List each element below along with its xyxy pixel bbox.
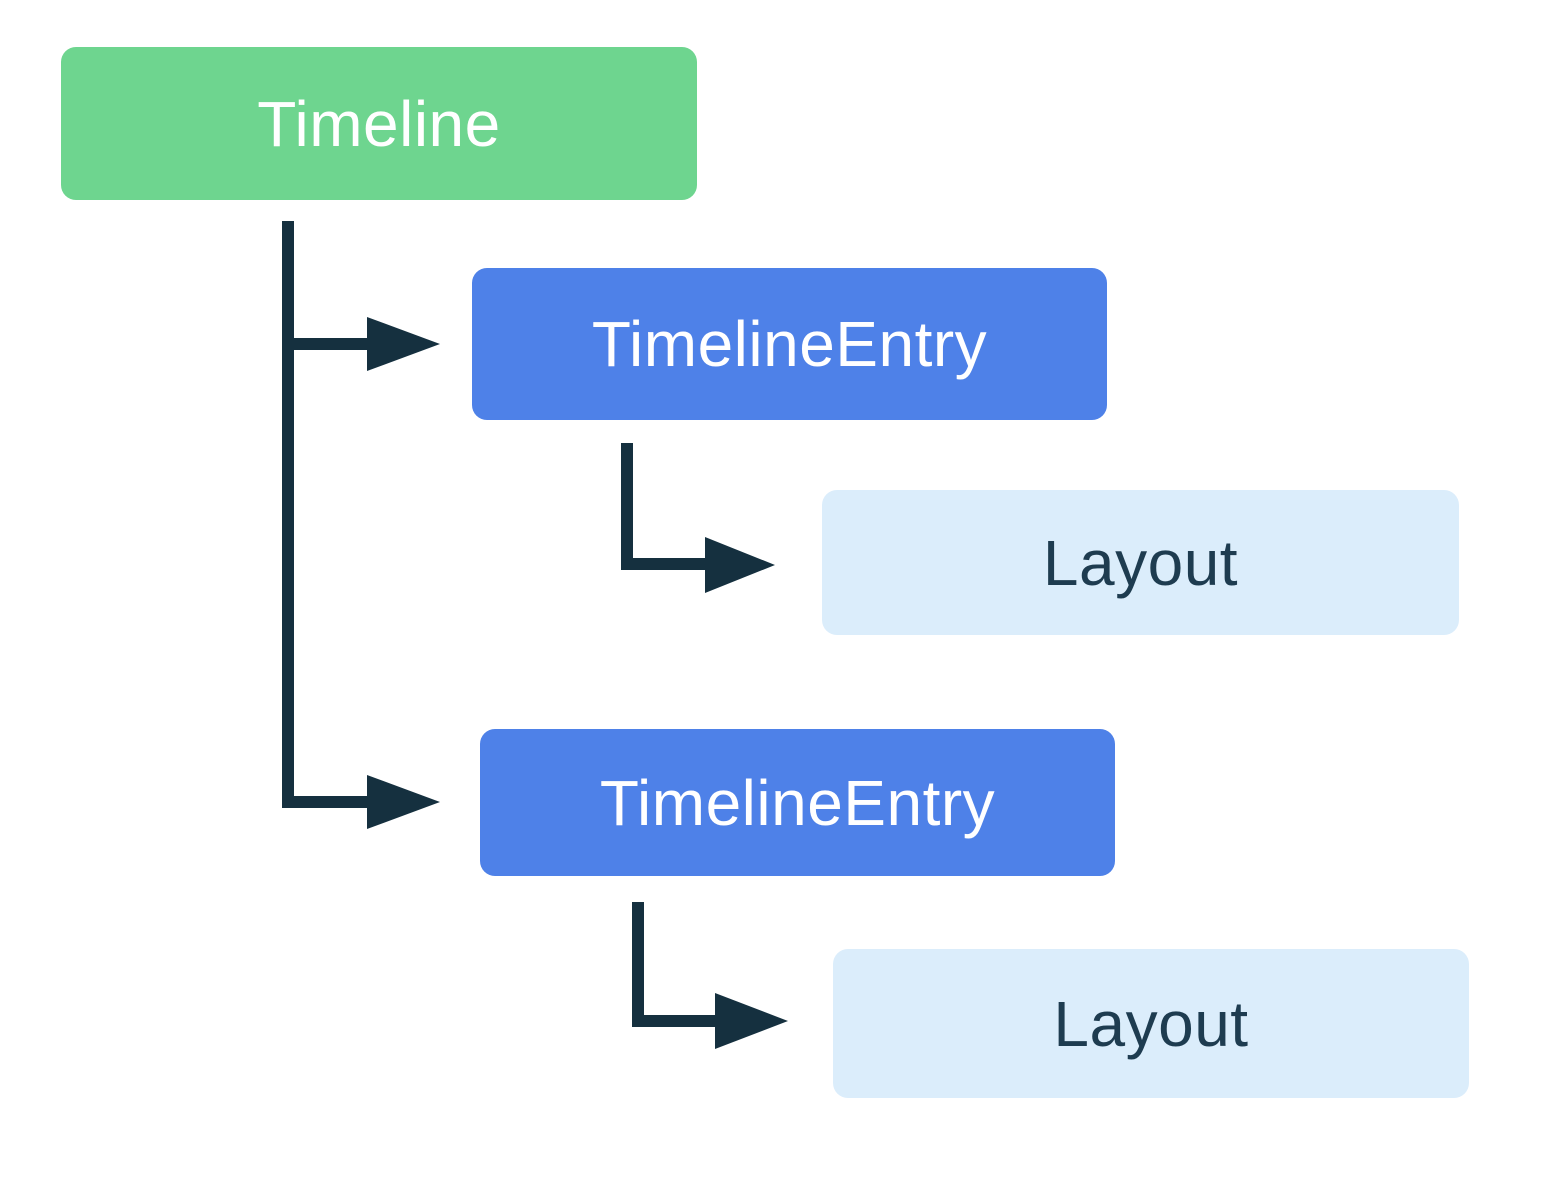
branch-1-connector-line xyxy=(282,338,368,350)
branch-2-connector-line xyxy=(282,796,368,808)
entry-2-child-connector-line xyxy=(632,902,644,1027)
node-timeline-entry-1: TimelineEntry xyxy=(472,268,1107,420)
arrowhead-icon xyxy=(367,317,440,371)
arrowhead-icon xyxy=(715,993,788,1049)
node-layout-2: Layout xyxy=(833,949,1469,1098)
arrowhead-icon xyxy=(705,537,775,593)
arrowhead-icon xyxy=(367,775,440,829)
node-timeline-entry-1-label: TimelineEntry xyxy=(591,308,988,380)
node-timeline: Timeline xyxy=(61,47,697,200)
entry-2-child-connector-line xyxy=(632,1015,716,1027)
node-timeline-entry-2: TimelineEntry xyxy=(480,729,1115,876)
trunk-connector-line xyxy=(282,221,294,808)
entry-1-child-connector-line xyxy=(621,558,706,570)
node-layout-1-label: Layout xyxy=(1042,526,1239,599)
node-timeline-label: Timeline xyxy=(257,87,501,160)
entry-1-child-connector-line xyxy=(621,443,633,570)
node-timeline-entry-2-label: TimelineEntry xyxy=(599,766,996,839)
node-layout-1: Layout xyxy=(822,490,1459,635)
node-layout-2-label: Layout xyxy=(1053,987,1249,1060)
